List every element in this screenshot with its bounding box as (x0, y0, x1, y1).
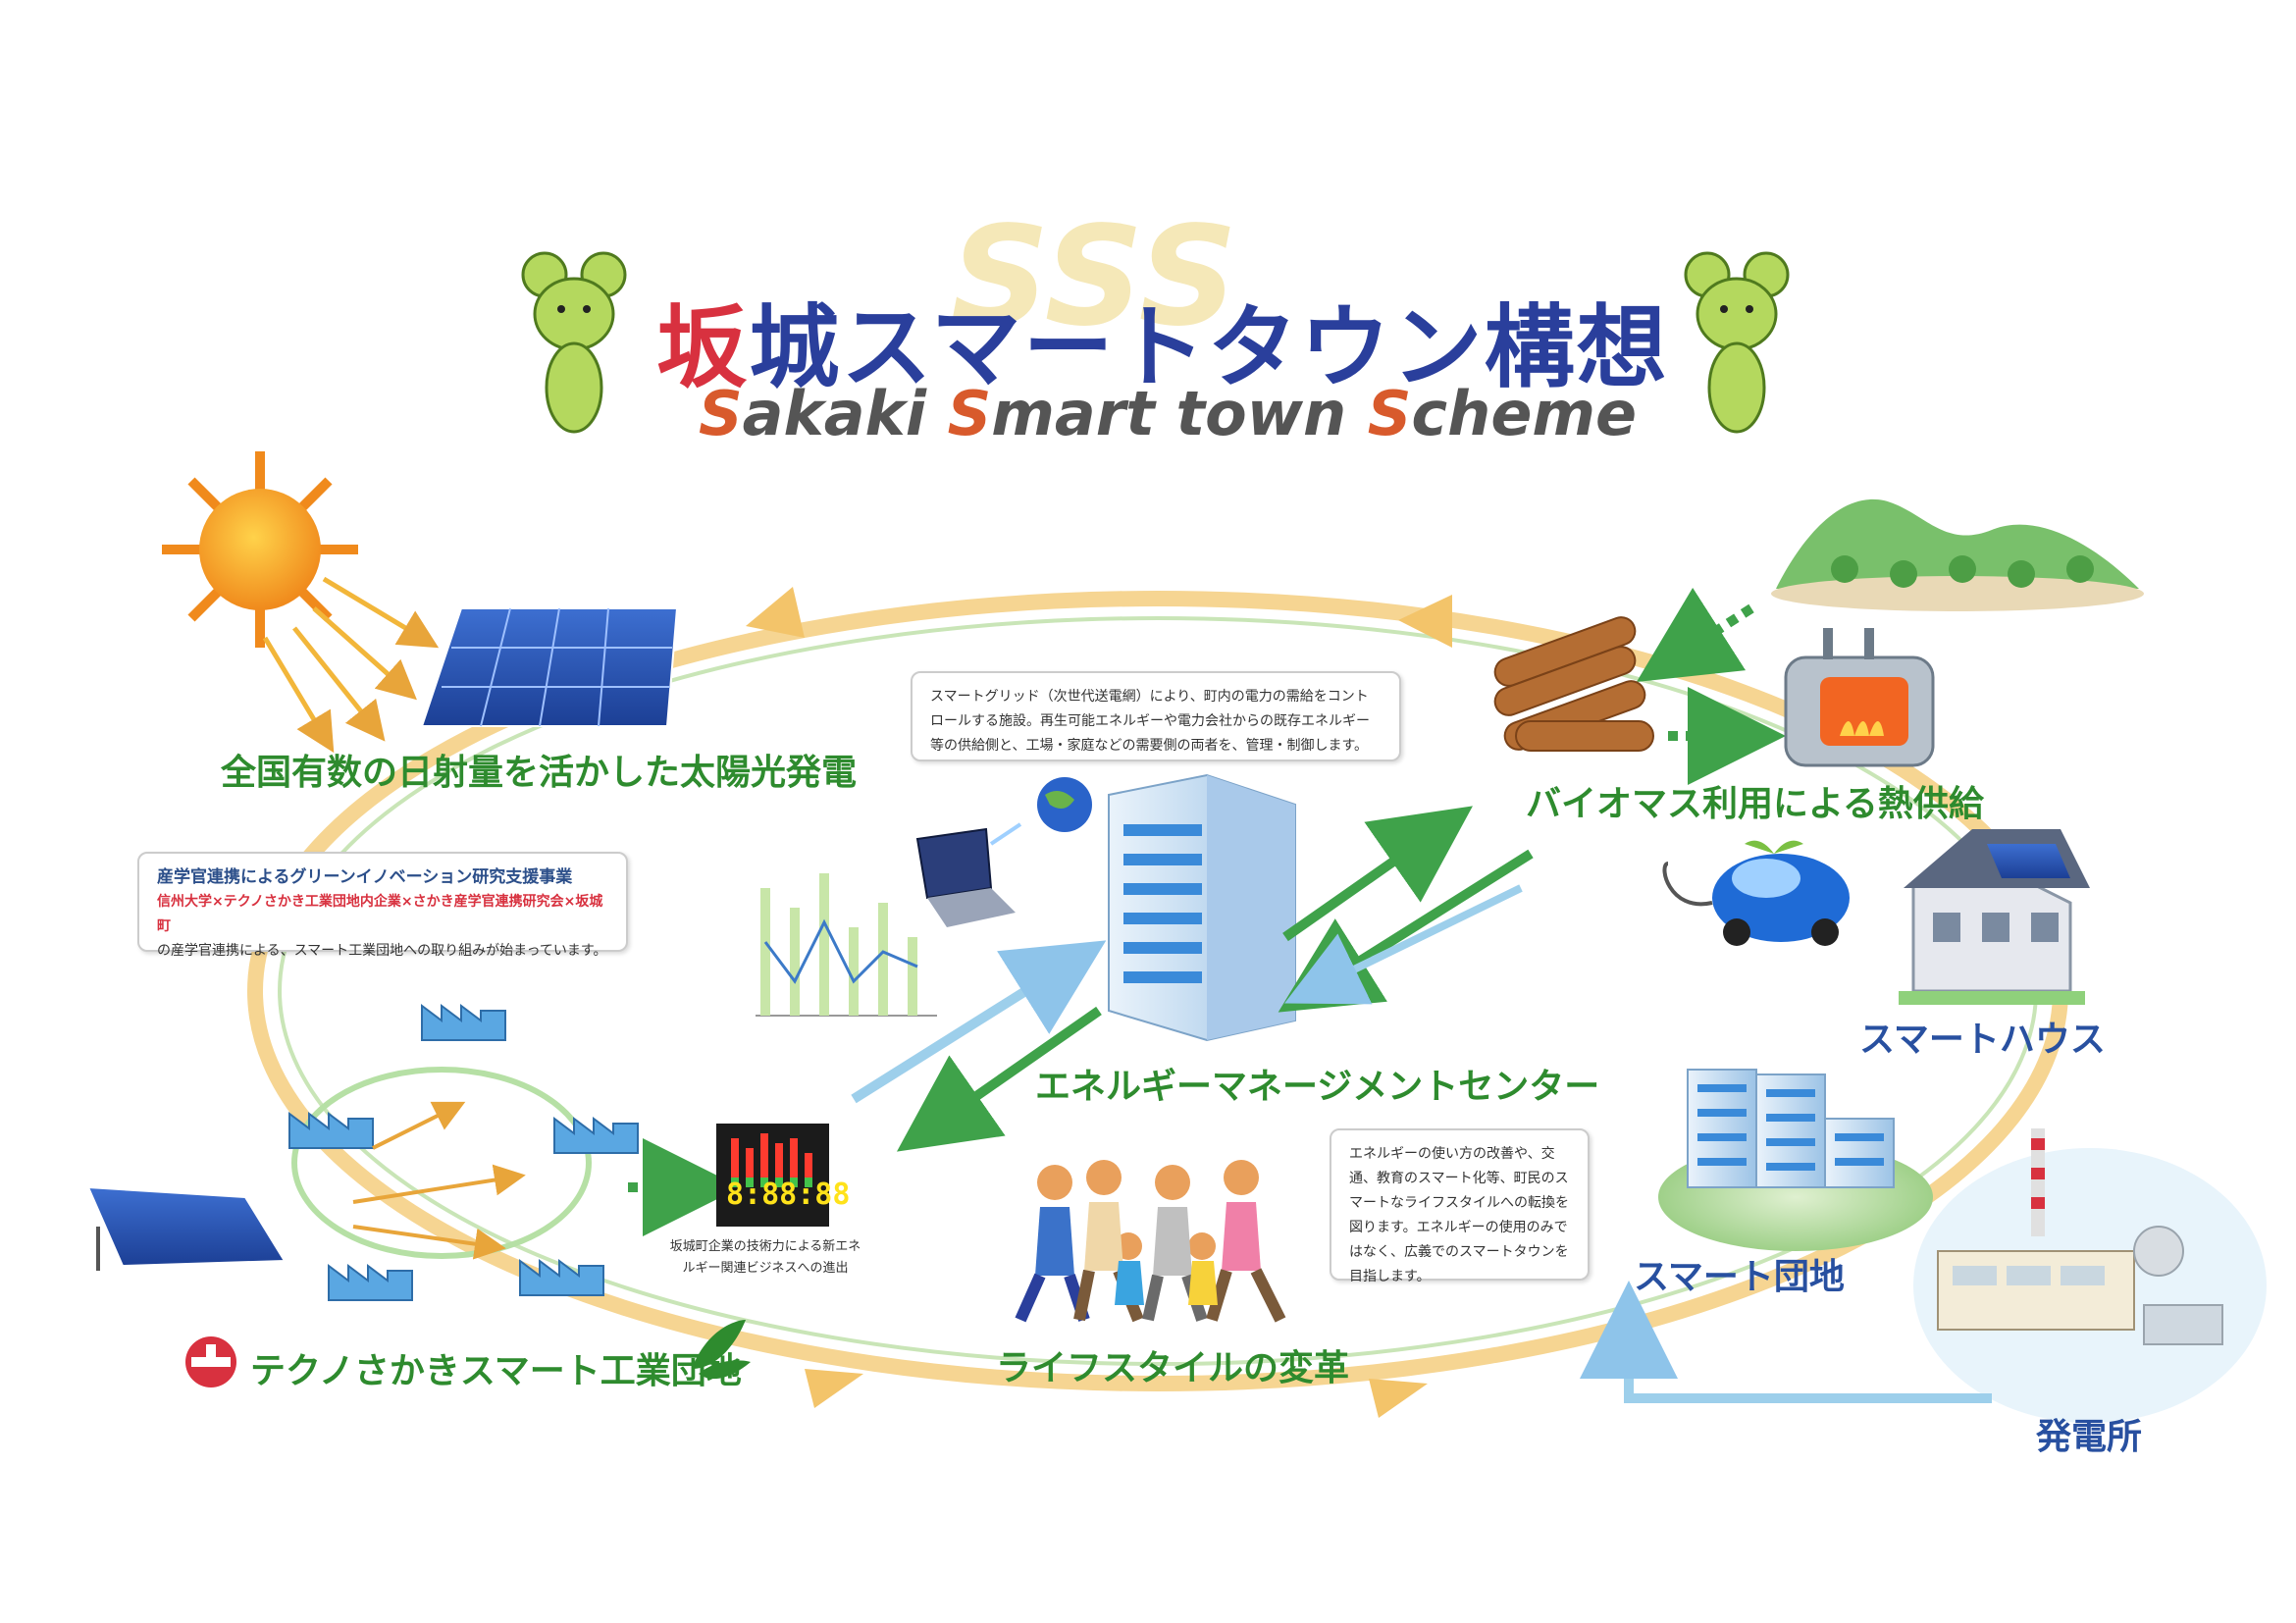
power-plant-icon (1913, 1128, 2267, 1423)
ems-arrows (851, 806, 1534, 1152)
subtitle-s3: S (1367, 378, 1412, 449)
subtitle-s1: S (698, 378, 743, 449)
label-solar: 全国有数の日射量を活かした太陽光発電 (221, 753, 858, 793)
factory-cluster (288, 1004, 639, 1301)
leaf-logo-icon (692, 1320, 751, 1380)
laptop-icon (915, 827, 1016, 927)
family-icon (1015, 1160, 1286, 1323)
factory-icon (288, 1004, 639, 1301)
smart-house-icon (1899, 829, 2090, 1005)
label-power-plant: 発電所 (2036, 1417, 2143, 1457)
label-smart-danchi: スマート団地 (1634, 1257, 1845, 1297)
boiler-icon (1784, 628, 1935, 767)
callout-lifestyle-text: エネルギーの使い方の改善や、交通、教育のスマート化等、町民のスマートなライフスタ… (1349, 1146, 1569, 1284)
apartment-icon (1658, 1069, 1933, 1251)
subtitle-w3: cheme (1411, 378, 1638, 449)
solar-panel-icon (86, 1185, 287, 1271)
biomass-arrow (1636, 587, 1754, 682)
display-digits: 8:88:88 (726, 1178, 851, 1212)
bar-chart-icon (756, 873, 937, 1017)
subtitle-w2: mart town (991, 378, 1368, 449)
subtitle-s2: S (947, 378, 992, 449)
caption-business: 坂城町企業の技術力による新エネルギー関連ビジネスへの進出 (669, 1239, 861, 1276)
globe-icon (989, 777, 1092, 846)
page-title: 坂城スマートタウン構想 (628, 275, 1697, 405)
electric-car-icon (1662, 840, 1850, 946)
label-industrial: テクノさかきスマート工業団地 (250, 1351, 742, 1391)
label-ems: エネルギーマネージメントセンター (1035, 1067, 1600, 1107)
office-building-icon (1108, 773, 1296, 1042)
title-backdrop: SSS (951, 197, 1238, 357)
label-lifestyle: ライフスタイルの変革 (996, 1348, 1350, 1388)
label-biomass: バイオマス利用による熱供給 (1526, 784, 1984, 824)
mountain-icon (1771, 498, 2144, 611)
firewood-icon (1493, 616, 1654, 752)
label-smart-house: スマートハウス (1859, 1020, 2106, 1060)
mascot-mouse-icon (521, 251, 627, 434)
callout-smart-grid: スマートグリッド（次世代送電網）により、町内の電力の需給をコントロールする施設。… (911, 671, 1401, 761)
callout-research-body: の産学官連携による、スマート工業団地への取り組みが始まっています。 (157, 943, 607, 959)
power-plant-arrow (1580, 1281, 1992, 1403)
mascot-mouse-icon (1684, 251, 1790, 434)
page-title-blue: 城スマートタウン構想 (749, 295, 1669, 400)
loop-arrow-bottom2 (1369, 1379, 1428, 1418)
callout-lifestyle: エネルギーの使い方の改善や、交通、教育のスマート化等、町民のスマートなライフスタ… (1330, 1128, 1590, 1284)
loop-arrow-top (1398, 595, 1452, 648)
subtitle-w1: akaki (742, 378, 948, 449)
callout-research-partners: 信州大学×テクノさかき工業団地内企業×さかき産学官連携研究会×坂城町 (157, 894, 603, 934)
loop-arrow-left (746, 587, 805, 638)
page-title-red: 坂 (656, 295, 750, 400)
solar-panel-icon (420, 607, 679, 727)
loop-arrow-bottom (805, 1369, 863, 1408)
callout-research-heading: 産学官連携によるグリーンイノベーション研究支援事業 (157, 867, 573, 887)
digital-display-icon (716, 1124, 829, 1227)
page-subtitle: Sakaki Smart town Scheme (687, 378, 1648, 449)
callout-smart-grid-text: スマートグリッド（次世代送電網）により、町内の電力の需給をコントロールする施設。… (930, 689, 1370, 754)
callout-research: 産学官連携によるグリーンイノベーション研究支援事業 信州大学×テクノさかき工業団… (137, 852, 628, 959)
company-logo-icon (185, 1336, 236, 1387)
sun-icon (162, 451, 440, 754)
